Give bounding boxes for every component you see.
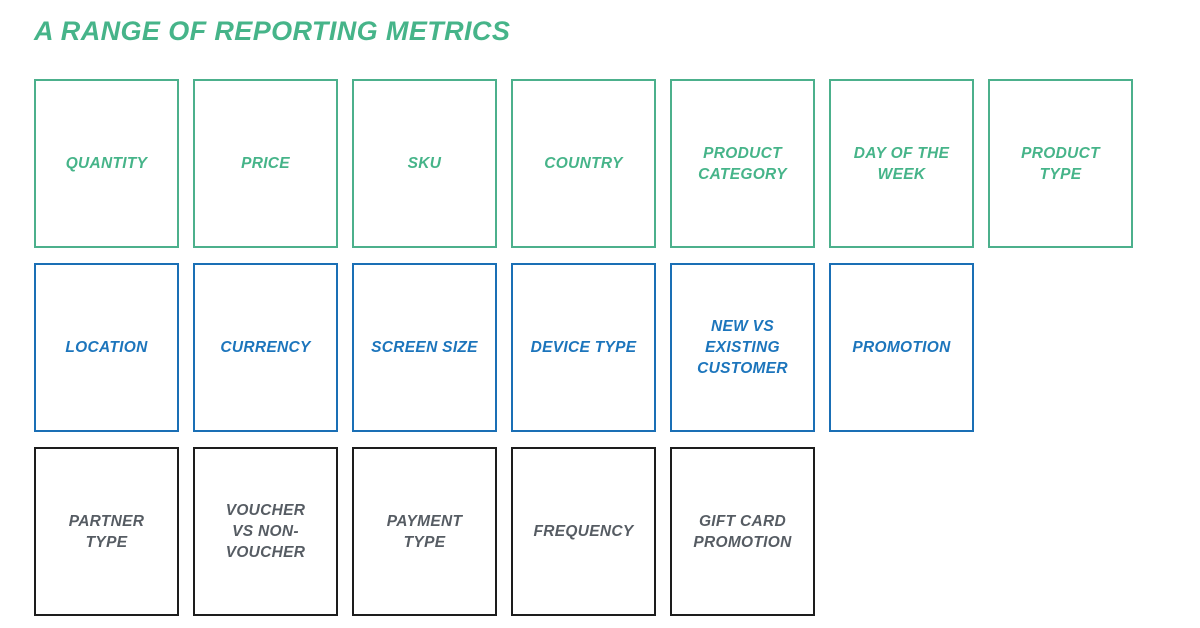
- metric-card-promotion[interactable]: PROMOTION: [829, 263, 974, 432]
- metric-card-label: LOCATION: [65, 339, 148, 356]
- metric-card-payment-type[interactable]: PAYMENT TYPE: [352, 447, 497, 616]
- metric-card-device-type[interactable]: DEVICE TYPE: [511, 263, 656, 432]
- metric-card-screen-size[interactable]: SCREEN SIZE: [352, 263, 497, 432]
- metric-card-label: SCREEN SIZE: [371, 339, 478, 356]
- metric-card-label: PRICE: [241, 155, 290, 172]
- metric-card-gift-card-promotion[interactable]: GIFT CARD PROMOTION: [670, 447, 815, 616]
- metric-card-label: QUANTITY: [65, 155, 148, 172]
- metric-card-voucher-vs-non-voucher[interactable]: VOUCHER VS NON- VOUCHER: [193, 447, 338, 616]
- metric-card-label: VOUCHER VS NON- VOUCHER: [225, 502, 306, 561]
- metric-card-label: GIFT CARD PROMOTION: [693, 512, 792, 551]
- metric-card-frequency[interactable]: FREQUENCY: [511, 447, 656, 616]
- metric-card-price[interactable]: PRICE: [193, 79, 338, 248]
- metric-card-day-of-the-week[interactable]: DAY OF THE WEEK: [829, 79, 974, 248]
- metric-card-label: SKU: [407, 155, 442, 172]
- metric-card-label: PAYMENT TYPE: [386, 512, 463, 551]
- metric-card-label: NEW VS EXISTING CUSTOMER: [697, 318, 788, 377]
- metric-card-label: FREQUENCY: [533, 523, 634, 540]
- metrics-row-dark: PARTNER TYPE VOUCHER VS NON- VOUCHER PAY…: [34, 447, 1166, 616]
- metric-card-sku[interactable]: SKU: [352, 79, 497, 248]
- metric-card-location[interactable]: LOCATION: [34, 263, 179, 432]
- metric-card-label: PROMOTION: [852, 339, 951, 356]
- metric-card-currency[interactable]: CURRENCY: [193, 263, 338, 432]
- metric-card-quantity[interactable]: QUANTITY: [34, 79, 179, 248]
- metric-card-label: PRODUCT CATEGORY: [698, 144, 787, 183]
- metric-card-label: DEVICE TYPE: [530, 339, 637, 356]
- metric-card-label: PARTNER TYPE: [68, 512, 145, 551]
- metric-card-label: COUNTRY: [544, 155, 623, 172]
- metrics-grid: QUANTITY PRICE SKU COUNTRY PRODUCT CATEG…: [34, 79, 1166, 616]
- page-title: A RANGE OF REPORTING METRICS: [34, 16, 511, 46]
- metrics-row-green: QUANTITY PRICE SKU COUNTRY PRODUCT CATEG…: [34, 79, 1166, 248]
- metric-card-country[interactable]: COUNTRY: [511, 79, 656, 248]
- metric-card-new-vs-existing-customer[interactable]: NEW VS EXISTING CUSTOMER: [670, 263, 815, 432]
- metric-card-label: CURRENCY: [220, 339, 311, 356]
- metric-card-label: PRODUCT TYPE: [1021, 144, 1100, 183]
- metrics-row-blue: LOCATION CURRENCY SCREEN SIZE DEVICE TYP…: [34, 263, 1166, 432]
- metric-card-label: DAY OF THE WEEK: [853, 144, 950, 183]
- metric-card-product-type[interactable]: PRODUCT TYPE: [988, 79, 1133, 248]
- metric-card-product-category[interactable]: PRODUCT CATEGORY: [670, 79, 815, 248]
- metric-card-partner-type[interactable]: PARTNER TYPE: [34, 447, 179, 616]
